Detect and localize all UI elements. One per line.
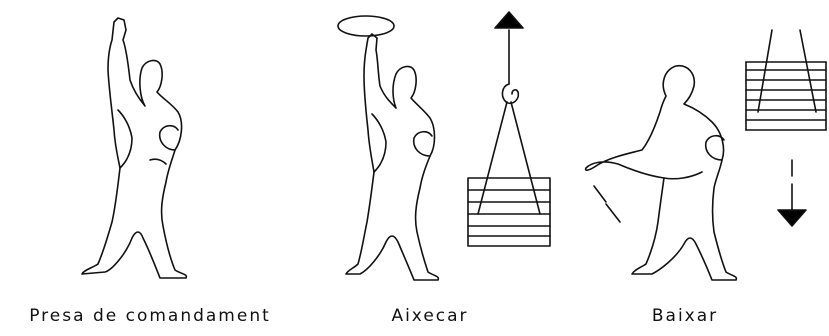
lift-load [468,178,550,246]
lift-sling-left [478,102,507,214]
caption-lower: Baixar [610,304,760,328]
lift-sling-right [511,102,540,214]
caption-lift: Aixecar [340,304,520,328]
figure-take-command-arm-detail [118,110,132,168]
lift-rotation-circle [338,16,394,36]
figure-lower-outline [586,66,737,280]
figure-lift-arm-detail [372,114,386,172]
lower-motion-line-2 [606,204,620,222]
lower-arrow-down-icon [778,210,806,226]
figure-lift [338,12,550,280]
figure-take-command [82,18,186,278]
figure-lower-waist [664,172,702,179]
figure-take-command-waist [150,159,166,164]
figure-lift-hip-hand [414,132,432,156]
lower-motion-line-1 [594,186,606,202]
caption-take-command: Presa de comandament [20,304,280,328]
figure-lower [586,30,826,280]
figure-lift-outline [346,34,438,280]
lift-hook-icon [502,84,518,103]
lift-arrow-up-icon [495,12,523,28]
figure-take-command-outline [82,18,186,278]
lower-load [746,62,826,130]
figure-take-command-hip-hand [160,126,178,150]
